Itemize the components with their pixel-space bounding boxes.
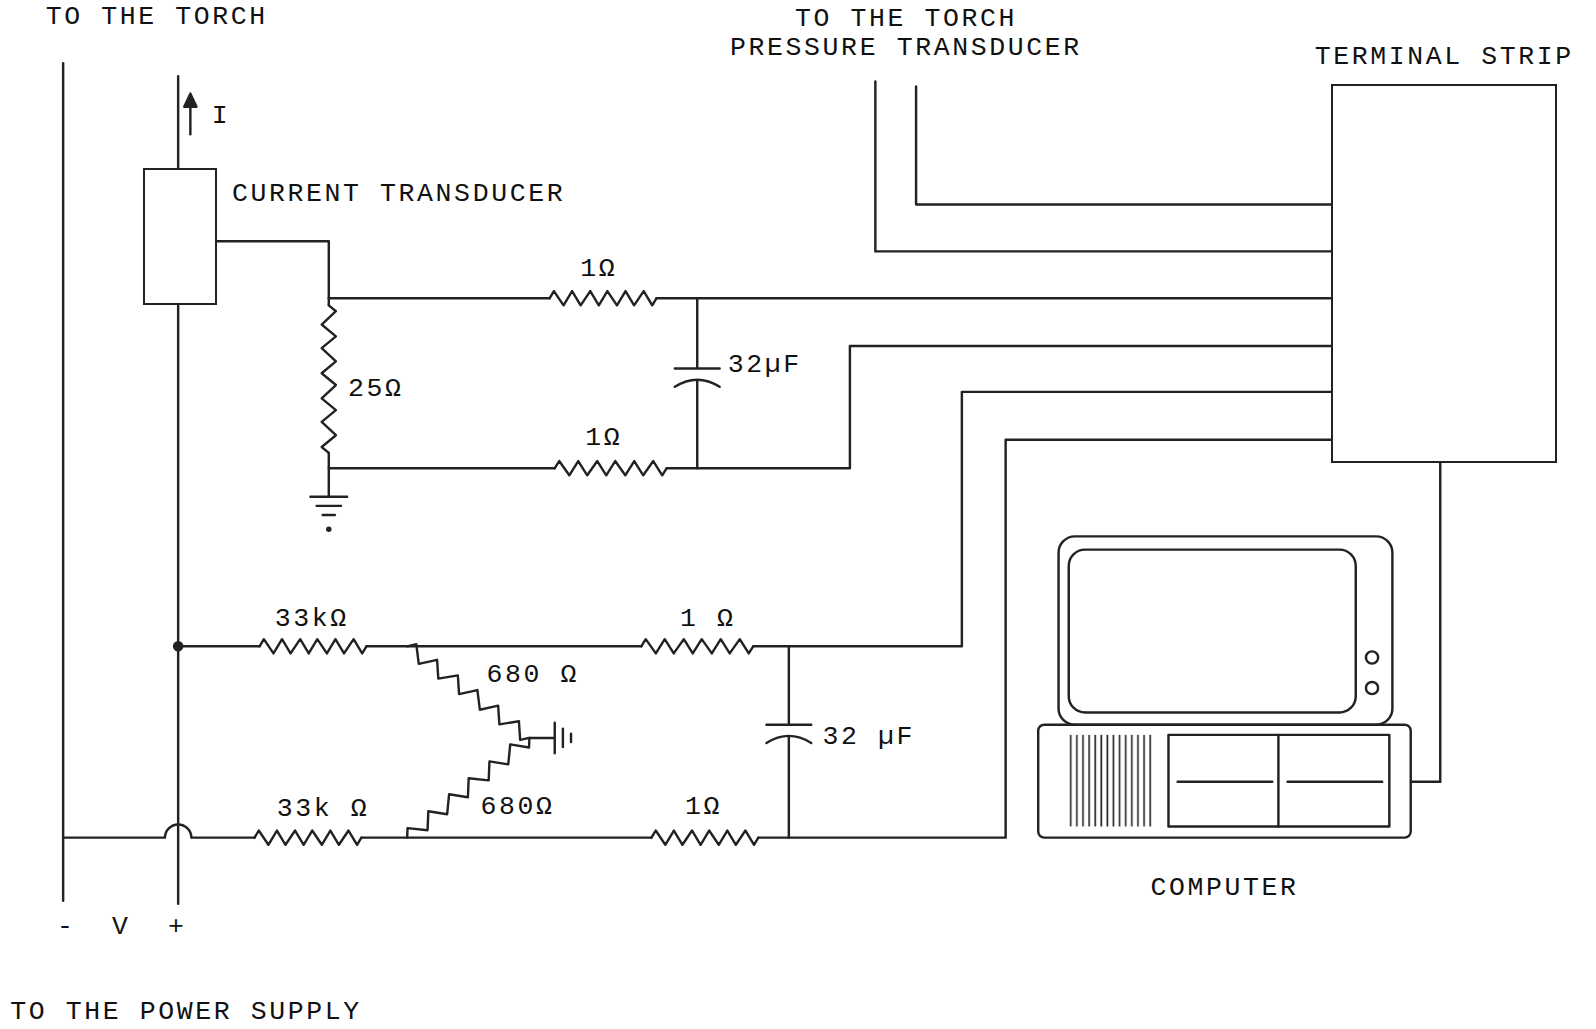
negative-wire [62,63,64,901]
drive-bay [1168,735,1389,827]
component-value: 1 Ω [680,605,736,634]
signal-wire [753,392,1358,646]
capacitor-plate [675,380,720,387]
note-label: TO THE TORCH [46,4,268,33]
node-title: TERMINAL STRIP [1315,43,1574,72]
resistor-symbol [555,461,667,475]
signal-wire [667,346,1358,468]
component-value: 25Ω [348,375,404,404]
resistor-symbol [254,831,361,845]
divider-wire [361,836,651,838]
capacitor-symbol [675,298,720,468]
monitor-knob [1366,682,1378,694]
pressure-wire [875,81,1357,251]
component-value: 33k Ω [277,796,370,825]
ground-dot [327,528,330,531]
current-arrowhead [184,94,196,107]
resistor-symbol [260,639,367,653]
divider-wire [63,824,254,837]
monitor-knob [1366,651,1378,663]
divider-wire [178,645,259,647]
component-value: 680 Ω [487,661,580,690]
computer-base [1038,725,1411,838]
computer: COMPUTER [1038,536,1411,902]
component-value: 1Ω [585,424,622,453]
resistor-symbol [550,291,657,305]
component-value: 1Ω [580,255,617,284]
component-value: I [212,102,231,131]
resistor-symbol [403,641,534,744]
vent-slots [1067,735,1152,827]
return-wire [329,453,555,468]
component-value: 33kΩ [275,605,349,634]
note-label: TO THE POWER SUPPLY [10,998,362,1027]
resistor-symbol [403,732,534,843]
monitor-case [1059,536,1393,724]
node-title: CURRENT TRANSDUCER [232,180,565,209]
resistor-symbol [322,305,336,453]
drive-slots [1178,735,1383,827]
current-transducer: CURRENT TRANSDUCER [143,168,217,305]
computer-drawing [1038,536,1411,837]
component-value: 32µF [728,352,802,381]
component-value: - [57,914,76,943]
capacitor-plate [766,736,811,743]
component-value: 32 µF [822,723,915,752]
node-title: COMPUTER [1038,874,1411,903]
capacitor-symbol [766,646,811,837]
signal-wire [329,297,550,299]
component-value: + [168,914,187,943]
ground-symbol [310,468,347,515]
component-value: V [112,914,131,943]
monitor-screen [1069,550,1356,713]
pressure-wire [916,87,1358,205]
signal-cable [1411,463,1441,782]
resistor-symbol [651,831,758,845]
resistor-symbol [641,639,753,653]
component-value: 1Ω [685,794,722,823]
note-label: TO THE TORCH PRESSURE TRANSDUCER [725,4,1088,62]
ground-symbol [529,723,571,754]
signal-wire [657,297,1358,299]
component-value: 680Ω [480,794,554,823]
terminal-strip: TERMINAL STRIP [1331,84,1557,463]
transducer-output-wire [217,241,329,305]
